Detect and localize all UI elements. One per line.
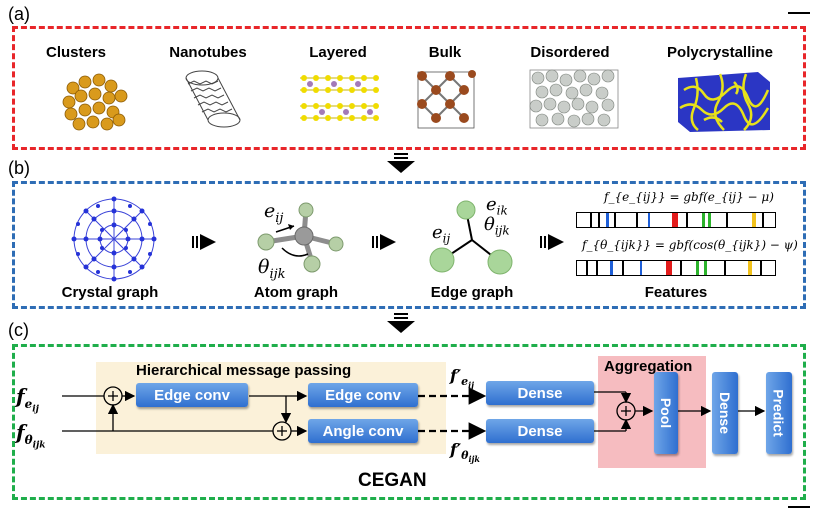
corner-mark-bottom bbox=[788, 506, 810, 508]
edge-eik-label: eik bbox=[486, 194, 508, 218]
pool-block: Pool bbox=[654, 372, 678, 454]
hmp-title: Hierarchical message passing bbox=[136, 362, 352, 379]
atom-edge-label: eij bbox=[264, 200, 284, 226]
materials-box bbox=[12, 26, 806, 150]
edge-conv-2-block: Edge conv bbox=[308, 383, 418, 407]
atom-angle-label: θijk bbox=[258, 256, 286, 282]
edge-conv-1-block: Edge conv bbox=[136, 383, 248, 407]
angle-conv-block: Angle conv bbox=[308, 419, 418, 443]
input-edge-feature: feij bbox=[16, 384, 39, 415]
aggregation-title: Aggregation bbox=[604, 358, 693, 375]
atom-graph-label: Atom graph bbox=[253, 284, 339, 301]
angle-feature-equation: f_{θ_{ijk}} = gbf(cos(θ_{ijk}) − ψ) bbox=[582, 238, 798, 252]
edge-theta-label: θijk bbox=[484, 214, 510, 238]
material-label-disordered: Disordered bbox=[530, 44, 610, 61]
atom-graph-image bbox=[257, 202, 344, 273]
edge-feature-equation: f_{e_{ij}} = gbf(e_{ij} − μ) bbox=[604, 190, 774, 204]
material-label-polycrystalline: Polycrystalline bbox=[667, 44, 773, 61]
arrow-icon-1 bbox=[192, 234, 216, 250]
arrow-icon-2 bbox=[372, 234, 396, 250]
nanotube-image bbox=[185, 70, 241, 128]
predict-block: Predict bbox=[766, 372, 792, 454]
panel-label-c: (c) bbox=[8, 320, 29, 340]
edge-eij-label: eij bbox=[432, 222, 451, 246]
disordered-image bbox=[529, 69, 619, 129]
cluster-image bbox=[62, 73, 128, 131]
layered-image bbox=[300, 75, 379, 121]
model-box bbox=[12, 344, 806, 500]
features-label: Features bbox=[644, 284, 708, 301]
panel-label-a: (a) bbox=[8, 4, 30, 24]
edge-feature-bar bbox=[576, 212, 776, 228]
crystal-graph-image bbox=[71, 196, 157, 282]
model-name: CEGAN bbox=[358, 470, 427, 491]
down-arrow-b-to-c bbox=[387, 313, 415, 333]
polycrystalline-image bbox=[678, 72, 770, 132]
dense-1-block: Dense bbox=[486, 381, 594, 405]
bulk-image bbox=[417, 70, 476, 129]
angle-feature-bar bbox=[576, 260, 776, 276]
panel-label-b: (b) bbox=[8, 158, 30, 178]
material-label-clusters: Clusters bbox=[45, 44, 107, 61]
crystal-graph-label: Crystal graph bbox=[61, 284, 159, 301]
corner-mark-top bbox=[788, 12, 810, 14]
edge-graph-label: Edge graph bbox=[430, 284, 514, 301]
input-angle-feature: fθijk bbox=[16, 420, 46, 451]
edge-graph-image bbox=[429, 200, 513, 275]
material-label-layered: Layered bbox=[309, 44, 367, 61]
down-arrow-a-to-b bbox=[387, 153, 415, 173]
dense-vertical-block: Dense bbox=[712, 372, 738, 454]
output-angle-feature: f′θijk bbox=[450, 440, 480, 465]
output-edge-feature: f′eij bbox=[450, 366, 475, 391]
material-label-nanotubes: Nanotubes bbox=[169, 44, 247, 61]
material-label-bulk: Bulk bbox=[428, 44, 462, 61]
dense-2-block: Dense bbox=[486, 419, 594, 443]
graphs-box bbox=[12, 181, 806, 309]
arrow-icon-3 bbox=[540, 234, 564, 250]
